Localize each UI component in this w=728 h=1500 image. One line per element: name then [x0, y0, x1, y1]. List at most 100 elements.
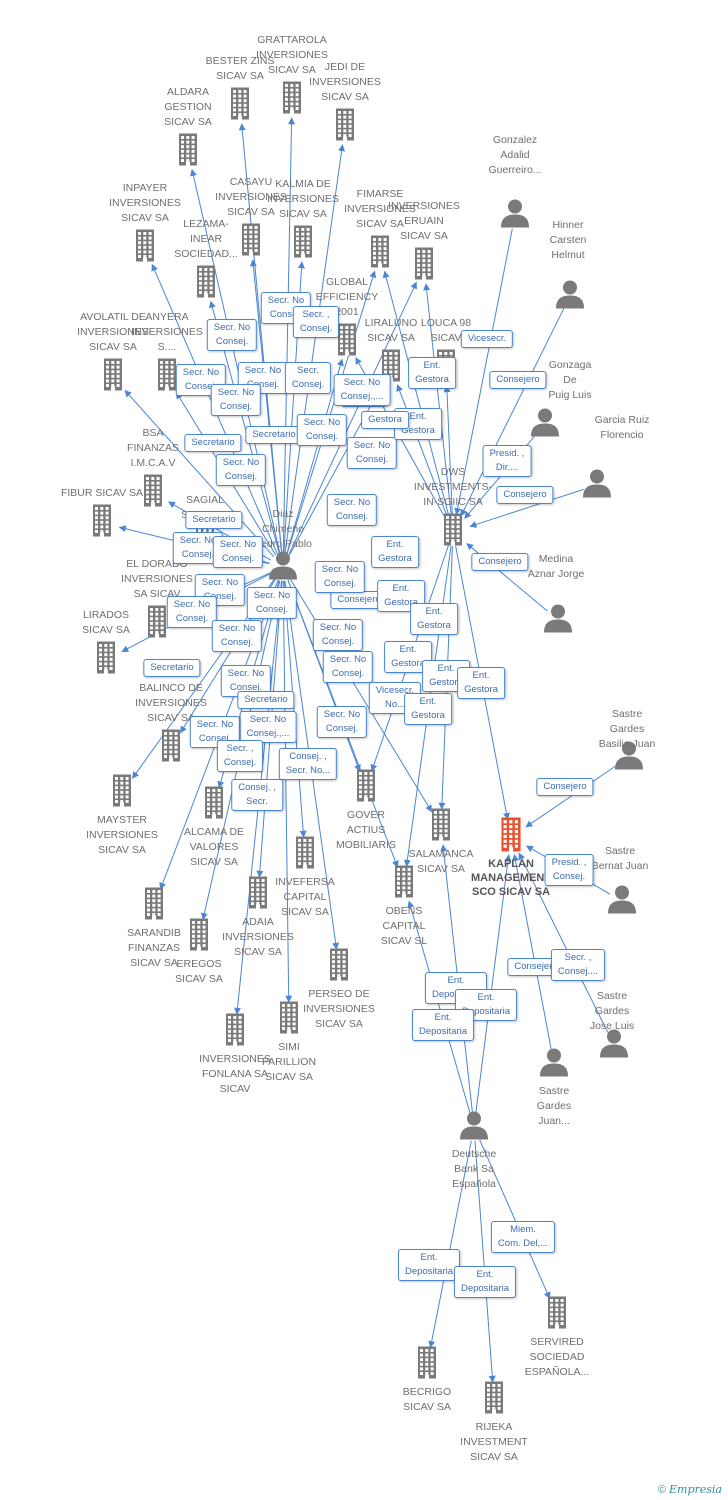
edge-diaz-global — [286, 358, 344, 554]
relation-label[interactable]: Ent. Gestora — [371, 536, 419, 568]
relation-label[interactable]: Ent. Gestora — [408, 357, 456, 389]
node-label: SARANDIB FINANZAS SICAV SA — [127, 927, 181, 969]
relation-label[interactable]: Secr. No Consej. — [316, 706, 368, 738]
relation-label[interactable]: Secr. No Consej. — [322, 651, 374, 683]
building-icon — [144, 887, 164, 925]
node-label: BECRIGO SICAV SA — [402, 1386, 452, 1413]
node-label: AVOLATIL DE INVERSIONES SICAV SA — [77, 311, 149, 353]
relation-label[interactable]: Secretario — [245, 426, 303, 444]
building-icon — [282, 81, 302, 119]
edge-dws-eruain — [423, 283, 452, 519]
building-icon — [500, 817, 522, 857]
edge-dws-liraluno — [396, 384, 449, 520]
node-label: GOVER ACTIUS MOBILIARIS — [335, 809, 397, 851]
relation-label[interactable]: Consejero — [536, 778, 594, 796]
node-label: GRATTAROLA INVERSIONES SICAV SA — [256, 34, 328, 76]
relation-label[interactable]: Ent. Gestora — [457, 667, 505, 699]
building-icon — [293, 225, 313, 263]
relation-label[interactable]: Consejero — [471, 553, 529, 571]
building-icon — [547, 1296, 567, 1334]
relation-label[interactable]: Ent. Depositaria — [411, 1009, 475, 1041]
relation-label[interactable]: Presid. , Consej. — [544, 854, 594, 886]
person-icon — [599, 1028, 629, 1063]
relation-label[interactable]: Secretario — [185, 511, 243, 529]
node-label: Sastre Gardes Basilio Juan — [598, 708, 656, 750]
building-icon — [484, 1381, 504, 1419]
node-label: LIRADOS SICAV SA — [82, 609, 130, 636]
relation-label[interactable]: Secr. No Consej. — [215, 454, 267, 486]
relation-label[interactable]: Consej. , Secr. — [231, 779, 283, 811]
relation-label[interactable]: Ent. Gestora — [404, 693, 452, 725]
relation-label[interactable]: Vicesecr. — [460, 330, 514, 348]
edge-garcia-dws — [469, 488, 584, 528]
relation-label[interactable]: Secr. No Consej. — [212, 536, 264, 568]
relation-label[interactable]: Secr. No Consej. — [326, 494, 378, 526]
node-label: SIMI PARILLION SICAV SA — [261, 1041, 317, 1083]
relation-label[interactable]: Secr. No Consej. — [296, 414, 348, 446]
edge-diaz-casayu — [249, 259, 283, 554]
node-label: LOUCA 98 SICAV — [420, 317, 472, 344]
relation-label[interactable]: Secr. , Consej. — [292, 306, 340, 338]
relation-label[interactable]: Secretario — [237, 691, 295, 709]
node-label: GLOBAL EFFICIENCY 2001 — [315, 276, 379, 318]
relation-label[interactable]: Secr. No Consej. — [166, 596, 218, 628]
copyright-symbol: © — [657, 1484, 666, 1496]
building-icon — [189, 918, 209, 956]
brand-logo[interactable]: Empresia — [669, 1483, 722, 1496]
building-icon — [92, 504, 112, 542]
relation-label[interactable]: Secretario — [143, 659, 201, 677]
building-icon — [295, 836, 315, 874]
relation-label[interactable]: Secr. No Consej. — [206, 319, 258, 351]
relation-label[interactable]: Consejero — [489, 371, 547, 389]
node-label: FIBUR SICAV SA — [60, 487, 144, 499]
relation-label[interactable]: Secr. No Consej. — [211, 620, 263, 652]
relation-label[interactable]: Secr. No Consej. — [346, 437, 398, 469]
person-icon — [582, 468, 612, 503]
building-icon — [230, 87, 250, 125]
edge-deutsche-obens — [407, 900, 471, 1114]
relation-label[interactable]: Presid. , Dir.... — [482, 445, 532, 477]
relation-label[interactable]: Miem. Com. Del,... — [490, 1221, 556, 1253]
relation-label[interactable]: Secr. No Consej. — [312, 619, 364, 651]
relation-label[interactable]: Consej. , Secr. No... — [278, 748, 338, 780]
building-icon — [329, 948, 349, 986]
node-label: ALDARA GESTION SICAV SA — [164, 86, 212, 128]
relation-label[interactable]: Secr. No Consej.,... — [333, 374, 391, 406]
relation-label[interactable]: Secr. , Consej.... — [550, 949, 606, 981]
relation-label[interactable]: Secr. No Consej. — [314, 561, 366, 593]
building-icon — [196, 265, 216, 303]
node-label: ALCAMA DE VALORES SICAV SA — [183, 826, 245, 868]
building-icon — [204, 786, 224, 824]
edge-dws-fimarse — [382, 270, 450, 519]
building-icon — [241, 223, 261, 261]
relation-label[interactable]: Ent. Depositaria — [453, 1266, 517, 1298]
relation-label[interactable]: Consejero — [507, 958, 565, 976]
person-icon — [459, 1110, 489, 1145]
person-icon — [539, 1047, 569, 1082]
relation-label[interactable]: Ent. Depositaria — [397, 1249, 461, 1281]
relation-label[interactable]: Secr. , Consej. — [216, 740, 264, 772]
relation-label[interactable]: Consejero — [496, 486, 554, 504]
building-icon — [431, 808, 451, 846]
relation-label[interactable]: Secr. Consej. — [284, 362, 332, 394]
building-icon — [96, 641, 116, 679]
relation-label[interactable]: Secr. No Consej. — [246, 587, 298, 619]
building-icon — [381, 349, 401, 387]
person-icon — [500, 198, 530, 233]
person-icon — [530, 407, 560, 442]
relation-label[interactable]: Gestora — [361, 411, 409, 429]
node-label: Deutsche Bank Sa Española — [451, 1148, 497, 1190]
relation-label[interactable]: Secretario — [184, 434, 242, 452]
building-icon — [417, 1346, 437, 1384]
relation-label[interactable]: Ent. Gestora — [410, 603, 458, 635]
relation-label[interactable]: Secr. No Consej.,... — [239, 711, 297, 743]
edge-diaz-fimarse — [286, 270, 377, 554]
node-label: ANYERA INVERSIONES S.... — [131, 311, 203, 353]
person-icon — [607, 884, 637, 919]
building-icon — [337, 323, 357, 361]
building-icon — [225, 1013, 245, 1051]
relation-label[interactable]: Secr. No Consej. — [210, 384, 262, 416]
node-label: INVERSIONES ERUAIN SICAV SA — [388, 200, 460, 242]
relation-label[interactable]: Secr. No Consej. — [175, 364, 227, 396]
building-icon — [394, 865, 414, 903]
